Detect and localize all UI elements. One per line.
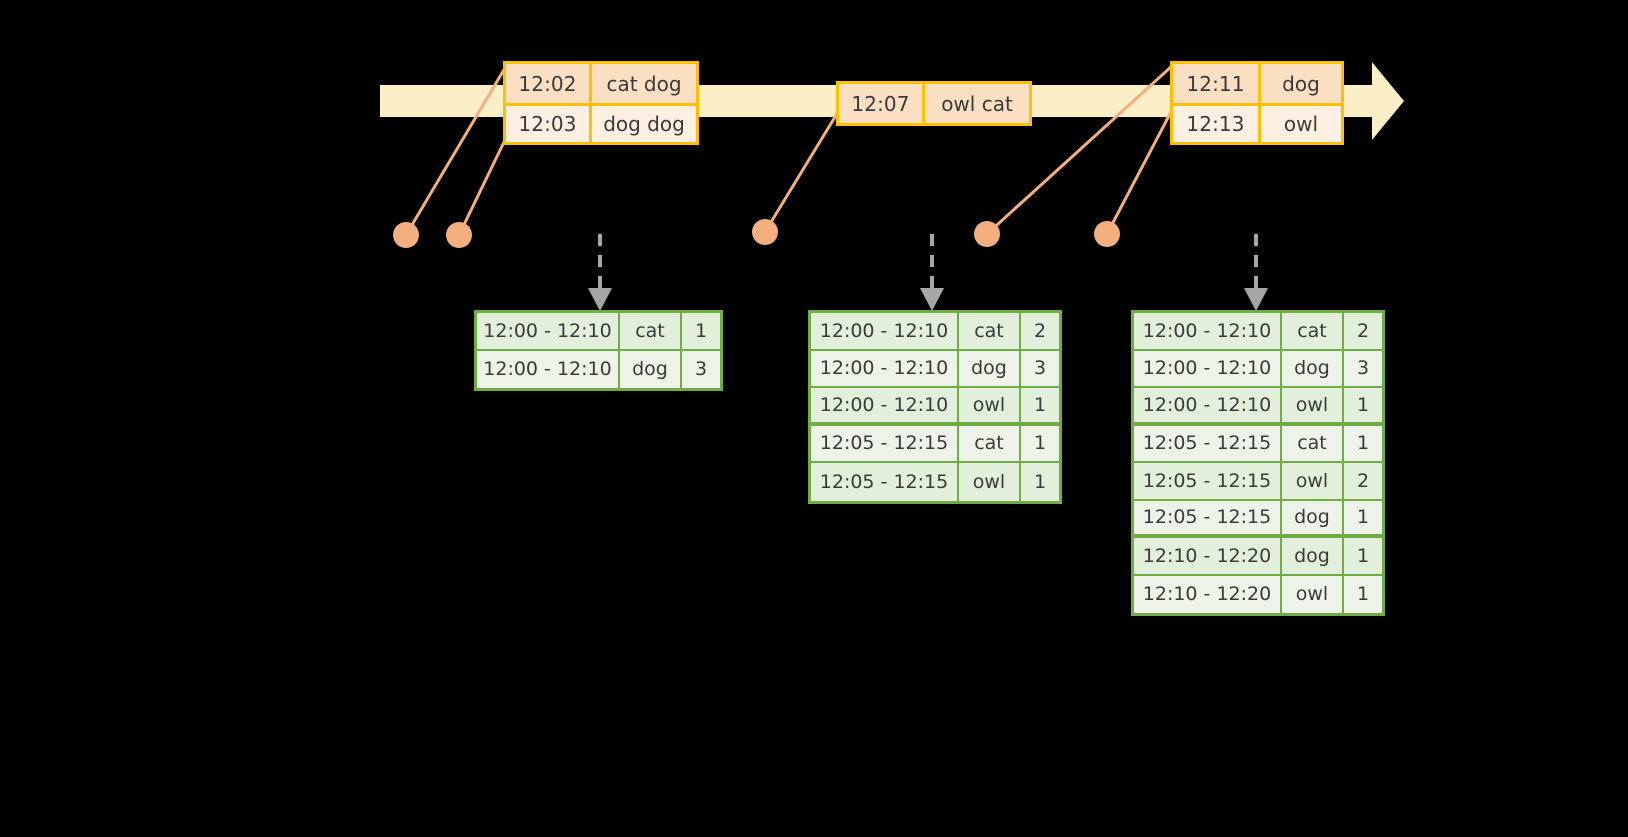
count-cell: 3 [694, 358, 708, 381]
table-row[interactable]: 12:00 - 12:10 cat 1 [477, 313, 720, 351]
connector-dot-3 [752, 219, 778, 245]
count-cell: 1 [1033, 432, 1047, 455]
connector-dot-4 [974, 221, 1000, 247]
window-cell: 12:05 - 12:15 [1134, 425, 1282, 461]
event-time: 12:02 [506, 64, 592, 103]
event-row[interactable]: 12:02 cat dog [506, 64, 696, 103]
table-row[interactable]: 12:00 - 12:10 owl 1 [1134, 388, 1382, 426]
count-cell: 1 [1033, 393, 1047, 416]
event-time: 12:07 [839, 84, 925, 123]
count-cell: 3 [1033, 357, 1047, 380]
event-words: dog [1282, 71, 1320, 96]
key-cell: dog [1282, 350, 1344, 386]
event-row[interactable]: 12:11 dog [1173, 64, 1341, 103]
key-cell: cat [959, 425, 1021, 461]
window-cell: 12:05 - 12:15 [1134, 500, 1282, 534]
count-cell: 2 [1033, 319, 1047, 342]
window-cell: 12:05 - 12:15 [811, 425, 959, 461]
count-cell: 1 [1356, 432, 1370, 455]
event-box-2[interactable]: 12:07 owl cat [836, 81, 1032, 126]
dashed-arrow-3 [1244, 234, 1268, 311]
window-cell: 12:00 - 12:10 [1134, 313, 1282, 349]
dashed-arrows [588, 234, 1268, 311]
key-cell: owl [1282, 388, 1344, 422]
count-cell: 2 [1356, 469, 1370, 492]
table-row[interactable]: 12:10 - 12:20 dog 1 [1134, 538, 1382, 576]
count-cell: 1 [1033, 470, 1047, 493]
key-cell: cat [1282, 313, 1344, 349]
event-row[interactable]: 12:03 dog dog [506, 103, 696, 142]
window-cell: 12:00 - 12:10 [477, 313, 620, 349]
key-cell: cat [1282, 425, 1344, 461]
key-cell: dog [959, 350, 1021, 386]
window-cell: 12:00 - 12:10 [811, 313, 959, 349]
count-cell: 1 [1356, 583, 1370, 606]
table-row[interactable]: 12:00 - 12:10 dog 3 [811, 350, 1059, 388]
key-cell: dog [620, 350, 682, 388]
table-row[interactable]: 12:00 - 12:10 owl 1 [811, 388, 1059, 426]
connector-dot-5 [1094, 221, 1120, 247]
count-cell: 1 [694, 319, 708, 342]
key-cell: owl [1282, 575, 1344, 613]
event-words: cat dog [606, 71, 682, 96]
event-box-3[interactable]: 12:11 dog 12:13 owl [1170, 61, 1344, 145]
table-row[interactable]: 12:00 - 12:10 cat 2 [1134, 313, 1382, 351]
count-cell: 1 [1356, 393, 1370, 416]
key-cell: dog [1282, 500, 1344, 534]
key-cell: cat [959, 313, 1021, 349]
window-cell: 12:05 - 12:15 [811, 463, 959, 501]
event-words: owl [1283, 112, 1319, 136]
key-cell: cat [620, 313, 682, 349]
table-row[interactable]: 12:00 - 12:10 cat 2 [811, 313, 1059, 351]
table-row[interactable]: 12:05 - 12:15 owl 1 [811, 463, 1059, 501]
event-time: 12:11 [1173, 64, 1261, 103]
result-table-2[interactable]: 12:00 - 12:10 cat 2 12:00 - 12:10 dog 3 … [808, 310, 1062, 504]
window-cell: 12:00 - 12:10 [811, 350, 959, 386]
connector-lines [404, 64, 1174, 237]
window-cell: 12:00 - 12:10 [1134, 388, 1282, 422]
table-row[interactable]: 12:10 - 12:20 owl 1 [1134, 575, 1382, 613]
event-words: owl cat [941, 91, 1013, 116]
event-box-1[interactable]: 12:02 cat dog 12:03 dog dog [503, 61, 699, 145]
key-cell: owl [1282, 463, 1344, 499]
key-cell: owl [959, 388, 1021, 422]
result-table-1[interactable]: 12:00 - 12:10 cat 1 12:00 - 12:10 dog 3 [474, 310, 723, 391]
event-words: dog dog [603, 112, 685, 136]
window-cell: 12:00 - 12:10 [811, 388, 959, 422]
event-row[interactable]: 12:07 owl cat [839, 84, 1029, 123]
window-cell: 12:00 - 12:10 [477, 350, 620, 388]
table-row[interactable]: 12:05 - 12:15 owl 2 [1134, 463, 1382, 501]
window-cell: 12:00 - 12:10 [1134, 350, 1282, 386]
dashed-arrow-1 [588, 234, 612, 311]
count-cell: 1 [1356, 544, 1370, 567]
connector-dot-2 [446, 222, 472, 248]
window-cell: 12:05 - 12:15 [1134, 463, 1282, 499]
key-cell: dog [1282, 538, 1344, 574]
event-time: 12:03 [506, 106, 592, 142]
table-row[interactable]: 12:05 - 12:15 cat 1 [1134, 425, 1382, 463]
table-row[interactable]: 12:00 - 12:10 dog 3 [1134, 350, 1382, 388]
table-row[interactable]: 12:05 - 12:15 cat 1 [811, 425, 1059, 463]
dashed-arrow-2 [920, 234, 944, 311]
count-cell: 1 [1356, 506, 1370, 529]
result-table-3[interactable]: 12:00 - 12:10 cat 2 12:00 - 12:10 dog 3 … [1131, 310, 1385, 616]
event-time: 12:13 [1173, 106, 1261, 142]
window-cell: 12:10 - 12:20 [1134, 538, 1282, 574]
event-row[interactable]: 12:13 owl [1173, 103, 1341, 142]
count-cell: 2 [1356, 319, 1370, 342]
table-row[interactable]: 12:00 - 12:10 dog 3 [477, 350, 720, 388]
connector-dots [393, 219, 1120, 248]
window-cell: 12:10 - 12:20 [1134, 575, 1282, 613]
count-cell: 3 [1356, 357, 1370, 380]
table-row[interactable]: 12:05 - 12:15 dog 1 [1134, 500, 1382, 538]
key-cell: owl [959, 463, 1021, 501]
connector-dot-1 [393, 222, 419, 248]
